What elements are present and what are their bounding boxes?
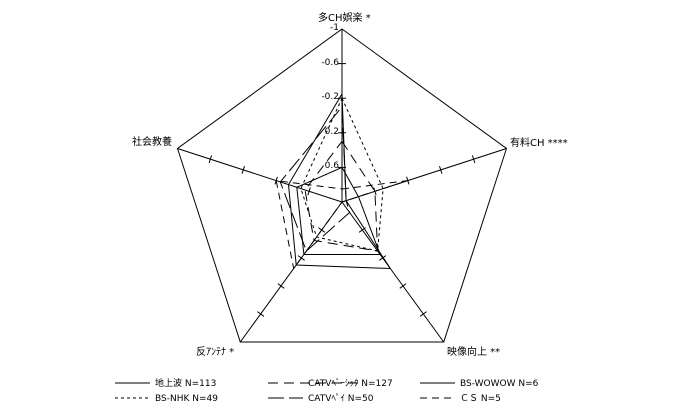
tick-label-3: 0.2 [325,127,339,137]
legend-label-0: 地上波 N=113 [155,377,216,389]
legend: 地上波 N=113 CATVﾍﾞｰｼｯｸ N=127 BS-WOWOW N=6 … [115,377,539,404]
tick-label-2: -0.2 [321,92,339,102]
tick-mark-4-3 [307,187,311,196]
radar-frame [176,28,508,343]
series-polygon-3 [300,96,384,252]
tick-mark-2-0 [419,311,427,317]
radar-axes [177,29,507,343]
axis-line-2 [341,201,445,343]
axis-line-1 [341,148,507,203]
tick-label-0: -1 [330,23,339,33]
axis-line-3 [239,201,343,343]
legend-label-2: BS-WOWOW N=6 [460,379,539,389]
series-polygon-5 [275,180,408,270]
series-polygon-0 [296,166,381,255]
tick-mark-2-1 [399,283,407,289]
legend-label-1: CATVﾍﾞｰｼｯｸ N=127 [308,378,393,389]
tick-mark-4-1 [241,165,245,174]
series-polygon-4 [279,105,351,252]
tick-mark-4-2 [274,176,278,185]
tick-label-4: 0.6 [325,161,340,171]
outer-pentagon [176,28,508,343]
tick-mark-4-0 [208,155,213,164]
legend-label-3: BS-NHK N=49 [155,394,218,404]
tick-mark-2-2 [379,255,387,261]
legend-label-5: ＣＳ N=5 [460,394,501,404]
axis-line-4 [177,148,343,203]
axis-label-1: 有料CH **** [510,136,568,149]
axis-label-4: 社会教養 [132,135,172,148]
tick-labels: -1 -0.6 -0.2 0.2 0.6 [321,23,339,171]
tick-mark-3-1 [277,283,285,289]
axis-label-0: 多CH娯楽 * [318,11,371,24]
series-polygon-1 [304,140,379,252]
tick-mark-3-0 [257,311,265,317]
axis-label-3: 反ｱﾝﾃﾅ * [196,346,234,358]
tick-label-1: -0.6 [321,58,339,68]
tick-mark-1-1 [439,165,443,174]
radar-series [275,92,408,270]
legend-label-4: CATVﾍﾟｲ N=50 [308,393,374,404]
axis-labels: 多CH娯楽 * 有料CH **** 映像向上 ** 反ｱﾝﾃﾅ * 社会教養 [132,11,568,358]
tick-mark-1-0 [471,155,476,164]
axis-label-2: 映像向上 ** [447,345,500,358]
